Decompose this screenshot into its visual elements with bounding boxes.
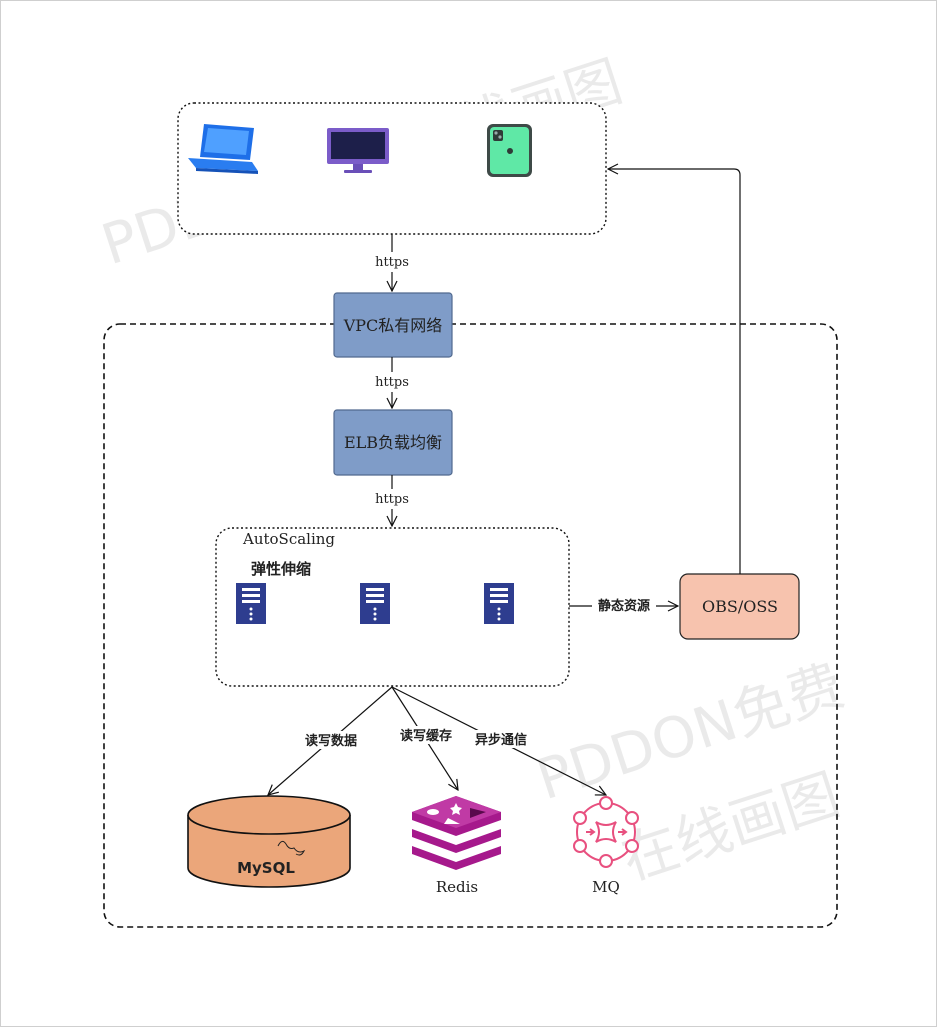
edge-label-to-mq: 异步通信 — [475, 732, 527, 748]
autoscaling-subtitle: 弹性伸缩 — [251, 560, 311, 578]
vpc-node[interactable] — [333, 292, 453, 358]
edge-label-bg — [372, 372, 412, 392]
edge-label-bg — [372, 489, 412, 509]
autoscaling-title: AutoScaling — [242, 530, 335, 548]
edge-label-bg — [466, 730, 536, 748]
edge-label-vpc-to-elb: https — [375, 375, 409, 390]
server-icon — [360, 583, 390, 624]
server-icon — [236, 583, 266, 624]
edge-label-bg — [372, 252, 412, 272]
monitor-icon — [327, 128, 389, 173]
edge-label-bg — [391, 726, 461, 744]
edge-label-elb-to-autoscaling: https — [375, 492, 409, 507]
edge-label-bg — [296, 731, 366, 749]
watermark-text-3: 在线画图 — [614, 762, 847, 893]
database-icon — [187, 815, 351, 888]
elb-node[interactable] — [333, 409, 453, 476]
server-icon — [484, 583, 514, 624]
dolphin-icon — [277, 840, 306, 856]
edge-label-bg — [592, 597, 656, 615]
edge-label-to-mysql: 读写数据 — [305, 733, 357, 749]
edge-obs-to-clients[interactable] — [608, 169, 741, 574]
cloud-region-container — [103, 323, 838, 928]
elb-node-label: ELB负载均衡 — [344, 433, 442, 452]
edge-label-to-redis: 读写缓存 — [400, 728, 452, 744]
obs-node-label: OBS/OSS — [702, 597, 778, 616]
smartphone-icon — [487, 124, 532, 177]
redis-node-label: Redis — [436, 878, 478, 896]
vpc-node-label: VPC私有网络 — [343, 316, 443, 335]
message-queue-icon[interactable]: MQ — [573, 796, 639, 896]
redis-icon[interactable]: Redis — [412, 796, 501, 896]
mysql-node[interactable]: MySQL — [187, 795, 351, 888]
laptop-icon — [188, 124, 258, 174]
mysql-node-label: MySQL — [237, 859, 295, 877]
edge-label-clients-to-vpc: https — [375, 255, 409, 270]
autoscaling-group[interactable] — [215, 527, 570, 687]
edge-label-autoscaling-to-obs: 静态资源 — [598, 598, 650, 614]
mq-node-label: MQ — [592, 878, 620, 896]
